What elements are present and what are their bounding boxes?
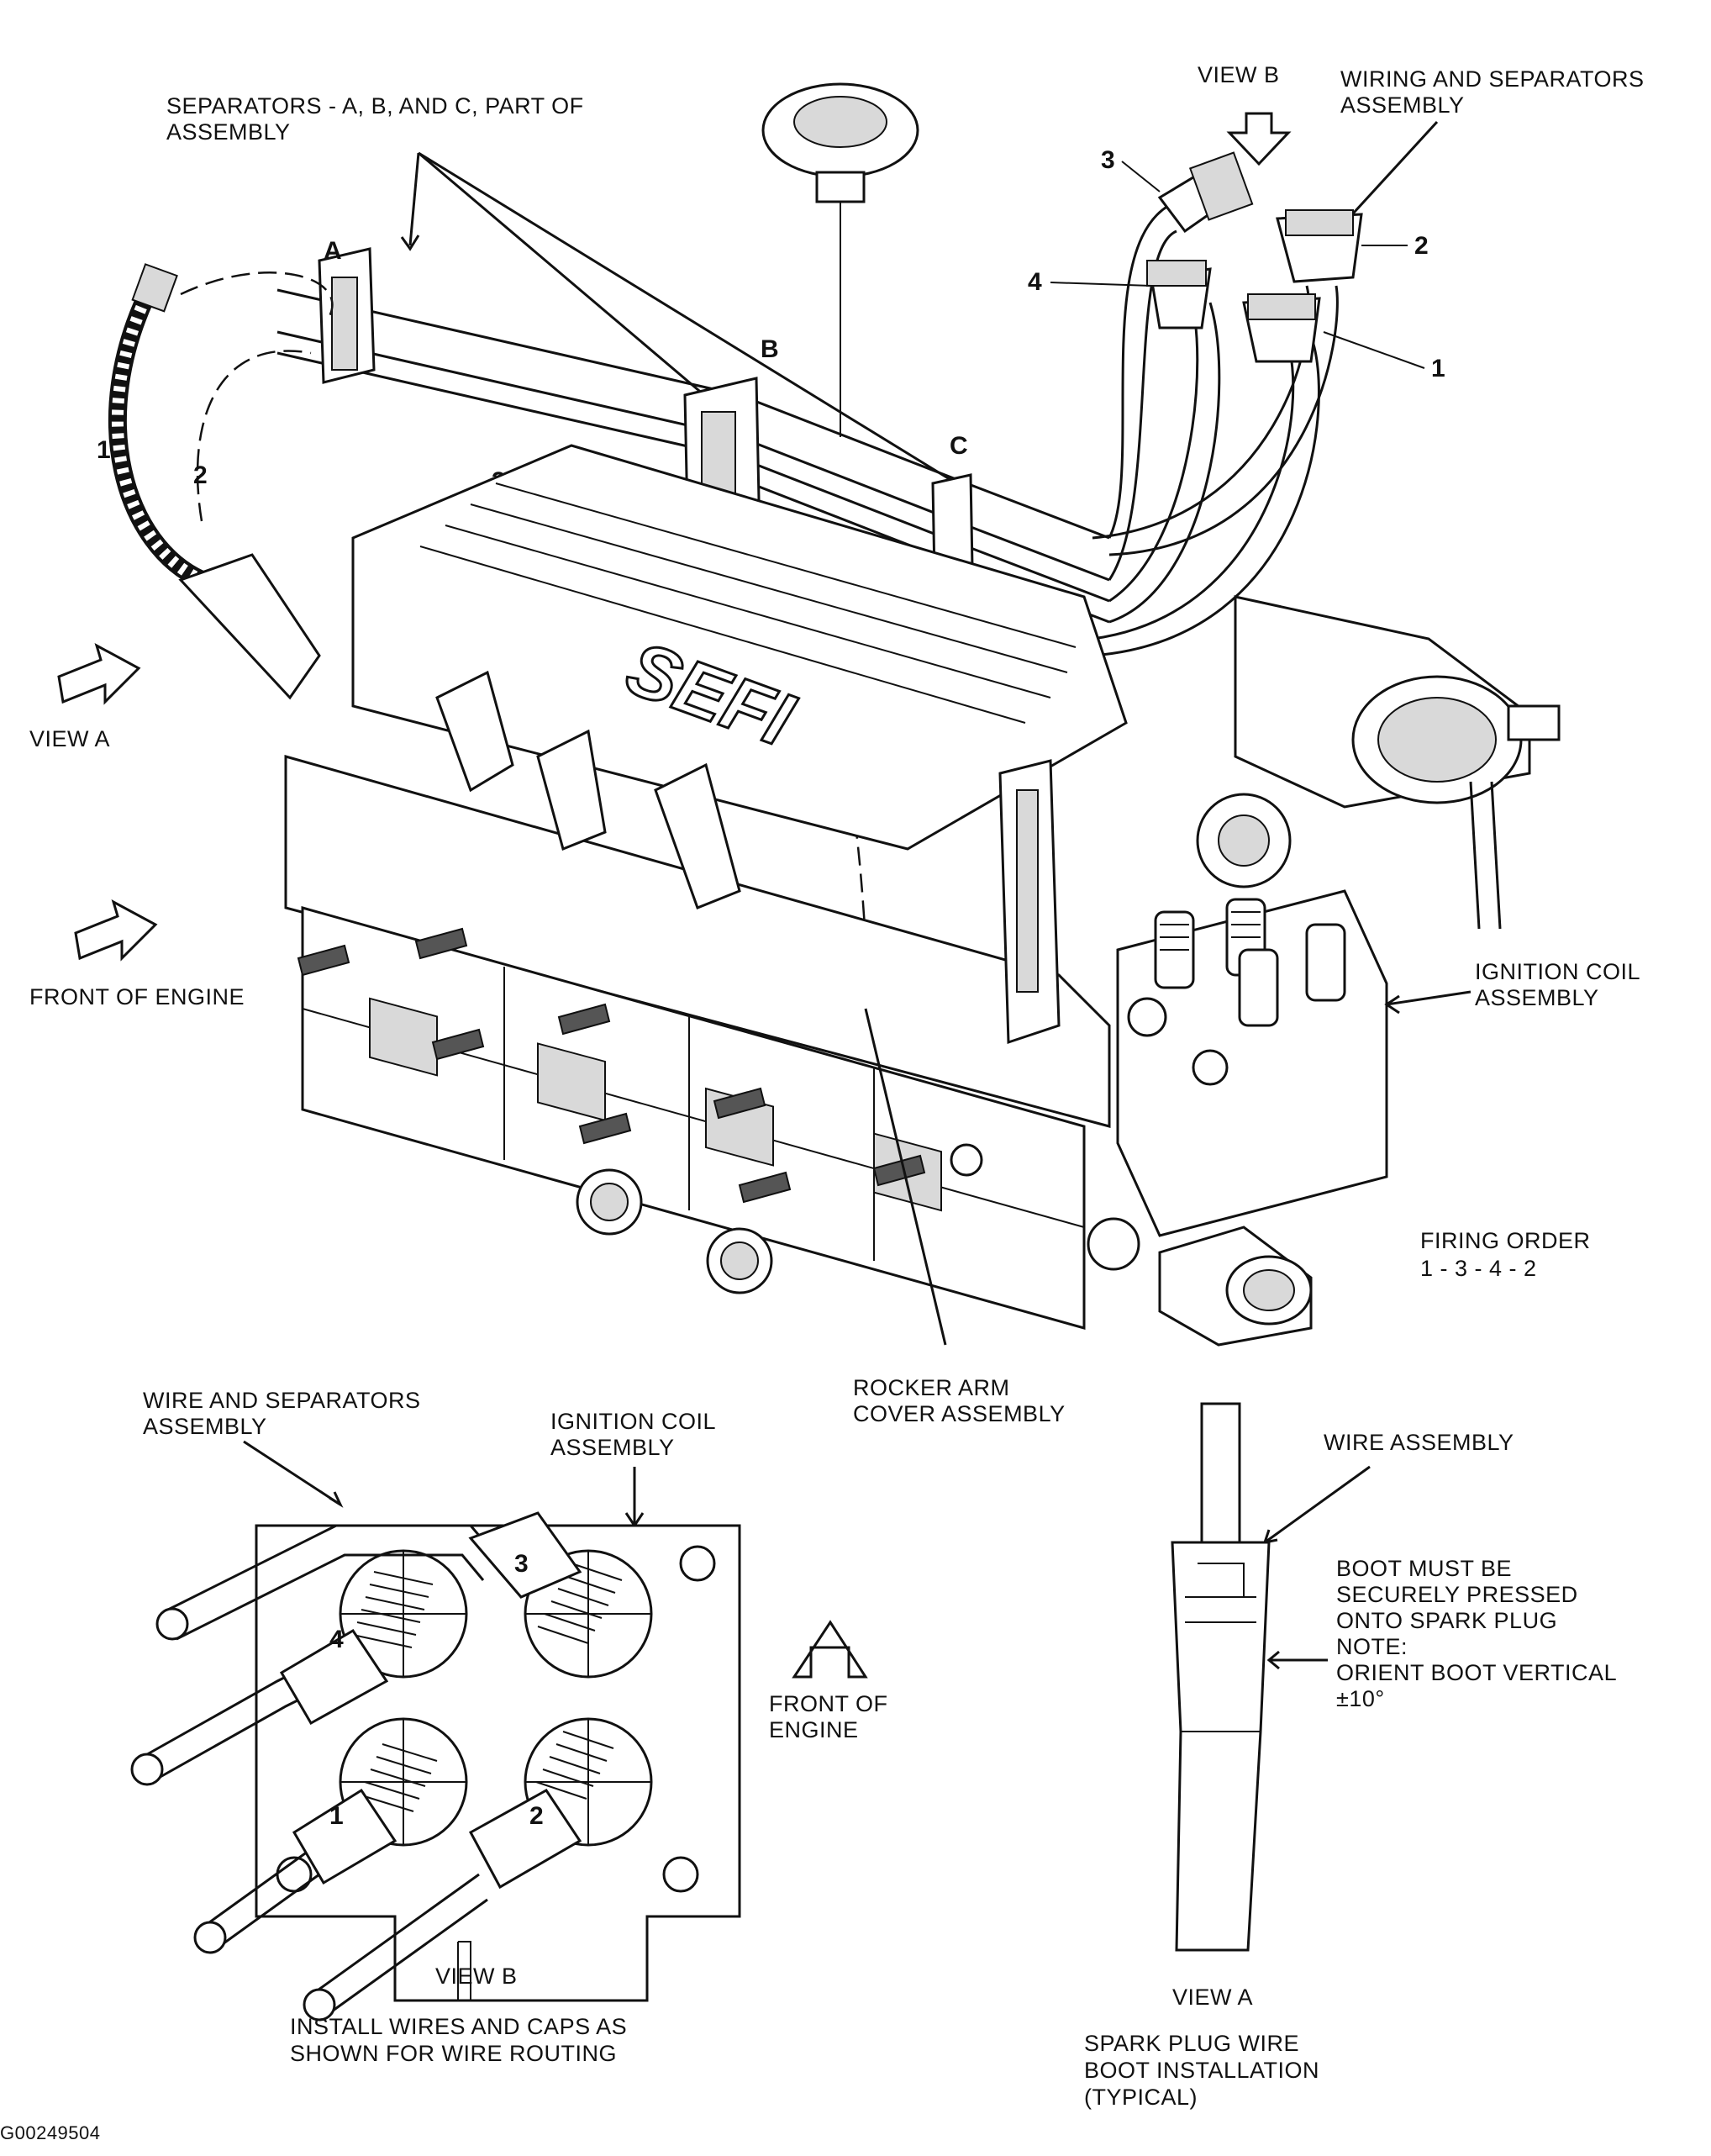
left-spark-plug-wire: 1 2 [97, 263, 334, 700]
front-of-engine-left-label: FRONT OF ENGINE [29, 984, 245, 1009]
boot-note-line4: NOTE: [1336, 1634, 1408, 1659]
view-b-arrow-icon [1226, 112, 1292, 166]
ignition-coil-right-callout: IGNITION COIL ASSEMBLY [1384, 959, 1640, 1015]
front-engine-arrow-icon [74, 899, 158, 962]
rocker-arm-label-line2: COVER ASSEMBLY [853, 1401, 1066, 1426]
boot-number-2: 2 [1414, 232, 1429, 260]
engine-block: SEFI [284, 444, 1128, 1330]
boot-note-line3: ONTO SPARK PLUG [1336, 1608, 1557, 1633]
coil-connector-boots [1146, 151, 1363, 363]
left-wire-number-1: 1 [97, 436, 111, 464]
front-of-engine-bottom-line2: ENGINE [769, 1717, 859, 1742]
wiring-separators-label-line1: WIRING AND SEPARATORS [1340, 66, 1645, 92]
view-a-bottom-label: VIEW A [1172, 1985, 1253, 2010]
top-boot-numbers: 3 4 2 1 [1028, 146, 1445, 382]
arrowhead-a [400, 235, 420, 251]
view-b-number-2: 2 [529, 1802, 544, 1830]
boot-number-4: 4 [1028, 268, 1042, 296]
ignition-coil-bottom-line1: IGNITION COIL [550, 1409, 716, 1434]
wiring-separators-callout: WIRING AND SEPARATORS ASSEMBLY [1340, 66, 1645, 224]
wiring-separators-label-line2: ASSEMBLY [1340, 92, 1465, 118]
boot-note-line5: ORIENT BOOT VERTICAL [1336, 1660, 1617, 1685]
separators-callout: SEPARATORS - A, B, AND C, PART OF ASSEMB… [166, 93, 957, 485]
coil-pack-right [1087, 793, 1388, 1347]
view-b-number-1: 1 [329, 1802, 344, 1830]
view-a-left-callout: VIEW A [29, 642, 141, 751]
firing-order-value: 1 - 3 - 4 - 2 [1420, 1256, 1537, 1281]
separators-label-line2: ASSEMBLY [166, 119, 291, 145]
rocker-arm-callout: ROCKER ARM COVER ASSEMBLY [853, 1008, 1066, 1426]
firing-order-label: FIRING ORDER [1420, 1228, 1591, 1253]
leader-separator-b [418, 151, 705, 397]
spark-plug-line3: (TYPICAL) [1084, 2085, 1198, 2110]
view-a-left-label: VIEW A [29, 726, 110, 751]
figure-id: G00249504 [0, 2122, 101, 2143]
rocker-arm-label-line1: ROCKER ARM [853, 1375, 1010, 1400]
wire-separators-bottom-line2: ASSEMBLY [143, 1414, 267, 1439]
view-a-arrow-icon [57, 642, 141, 705]
separators-label-line1: SEPARATORS - A, B, AND C, PART OF [166, 93, 584, 119]
spark-plug-line1: SPARK PLUG WIRE [1084, 2031, 1299, 2056]
ignition-coil-right-label-line2: ASSEMBLY [1475, 985, 1599, 1010]
separator-a-letter: A [324, 237, 342, 265]
view-b-number-3: 3 [514, 1550, 529, 1578]
throttle-body [1234, 595, 1561, 930]
boot-note-line6: ±10° [1336, 1686, 1385, 1711]
leader-separator-c [418, 151, 957, 485]
front-engine-up-arrow-icon [792, 1620, 868, 1679]
view-b-bottom-label: VIEW B [435, 1964, 518, 1989]
view-b-top-label: VIEW B [1198, 62, 1280, 87]
boot-note-line1: BOOT MUST BE [1336, 1556, 1512, 1581]
separator-c-letter: C [950, 432, 968, 460]
wire-separators-bottom-line1: WIRE AND SEPARATORS [143, 1388, 421, 1413]
spark-plug-line2: BOOT INSTALLATION [1084, 2058, 1319, 2083]
radiator-cap [761, 82, 919, 437]
left-wire-number-2: 2 [193, 461, 208, 489]
view-a-detail: WIRE ASSEMBLY BOOT MUST BE SECURELY PRES… [1084, 1402, 1617, 2110]
view-b-top-callout: VIEW B [1198, 62, 1292, 166]
ignition-coil-bottom-line2: ASSEMBLY [550, 1435, 675, 1460]
leader-wiring-separators [1343, 120, 1439, 224]
view-b-number-4: 4 [329, 1626, 344, 1653]
boot-number-3: 3 [1101, 146, 1115, 174]
tower-springs [352, 1563, 623, 1812]
ignition-coil-right-label-line1: IGNITION COIL [1475, 959, 1640, 984]
install-wires-line1: INSTALL WIRES AND CAPS AS [290, 2014, 627, 2039]
front-of-engine-left-callout: FRONT OF ENGINE [29, 899, 245, 1009]
front-of-engine-bottom-line1: FRONT OF [769, 1691, 888, 1716]
boot-note-line2: SECURELY PRESSED [1336, 1582, 1578, 1607]
firing-order: FIRING ORDER 1 - 3 - 4 - 2 [1420, 1228, 1591, 1281]
separator-a: A [318, 237, 376, 384]
leader-separator-a [408, 152, 420, 246]
install-wires-line2: SHOWN FOR WIRE ROUTING [290, 2041, 617, 2066]
boot-number-1: 1 [1431, 355, 1445, 382]
wire-assembly-label: WIRE ASSEMBLY [1324, 1430, 1514, 1455]
separator-b-letter: B [761, 335, 779, 363]
view-b-detail: WIRE AND SEPARATORS ASSEMBLY IGNITION CO… [130, 1388, 888, 2066]
